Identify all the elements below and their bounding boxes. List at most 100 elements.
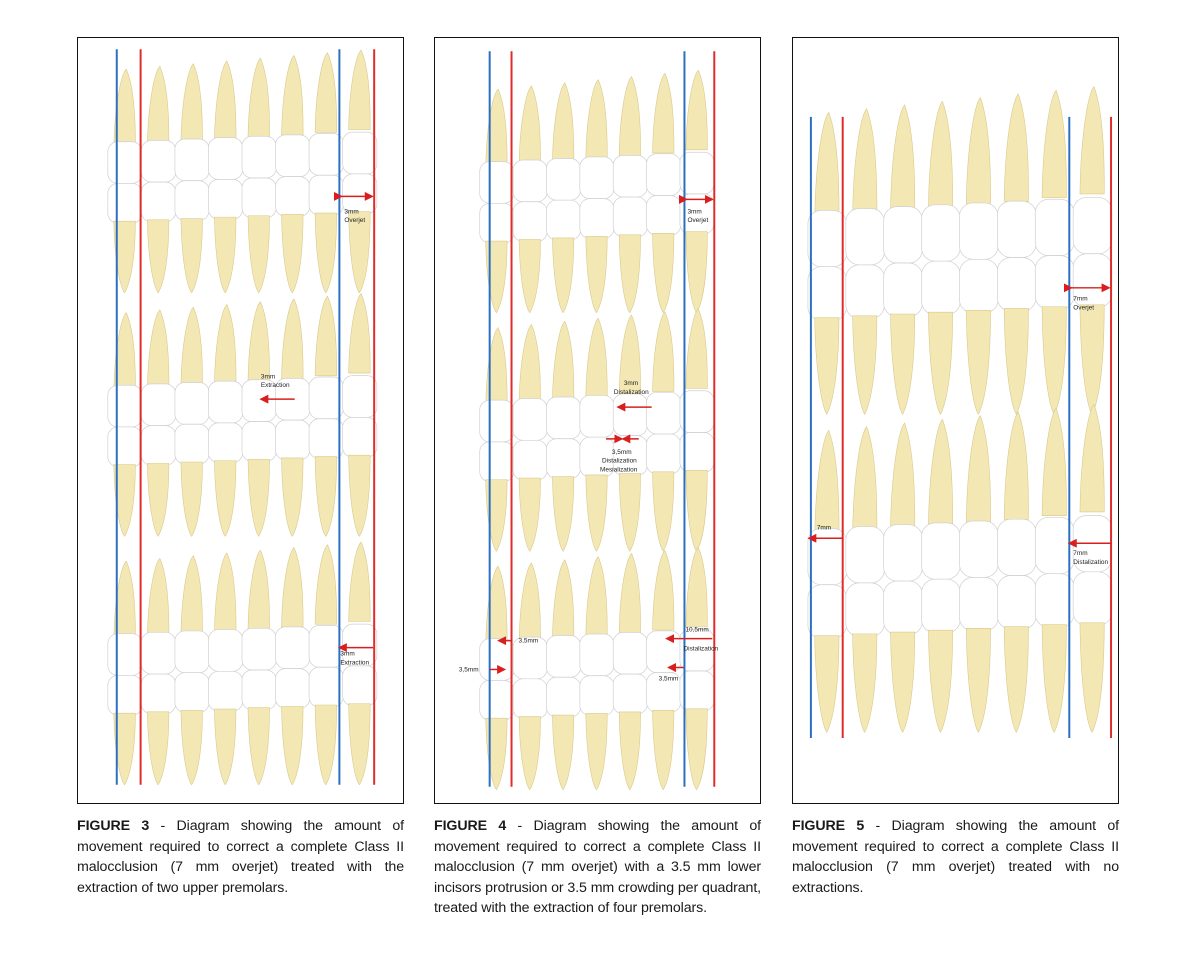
lower-tooth-root (247, 215, 270, 294)
upper-tooth-root (147, 557, 170, 639)
annotation-label: Distalization (602, 458, 637, 465)
upper-tooth-crown (208, 137, 244, 180)
lower-tooth-root (814, 635, 840, 733)
lower-tooth-root (1079, 622, 1105, 733)
annotation-label: Distalization (614, 389, 649, 396)
lower-tooth-crown (107, 675, 143, 716)
lower-tooth-crown (997, 257, 1037, 312)
upper-tooth-root (965, 415, 991, 524)
lower-tooth-crown (275, 419, 311, 461)
lower-tooth-crown (612, 196, 648, 238)
upper-tooth-crown (1034, 516, 1075, 575)
upper-tooth-root (1041, 407, 1067, 516)
lower-tooth-root (814, 317, 840, 415)
upper-tooth-crown (646, 153, 681, 196)
upper-tooth-root (928, 100, 953, 209)
lower-tooth-crown (479, 441, 515, 482)
upper-tooth-root (652, 72, 675, 154)
lower-tooth-crown (342, 417, 378, 458)
lower-tooth-crown (883, 262, 923, 318)
upper-tooth-root (314, 52, 337, 133)
lower-tooth-root (281, 706, 304, 786)
caption-text: - Diagram showing the amount of movement… (792, 818, 1119, 896)
annotation-label: 3,5mm (459, 666, 479, 673)
lower-tooth-crown (174, 180, 210, 221)
lower-tooth-crown (546, 199, 581, 241)
upper-tooth-crown (646, 391, 681, 435)
lower-tooth-crown (241, 177, 277, 219)
upper-tooth-crown (512, 159, 548, 203)
annotation-label: 10,5mm (685, 627, 708, 634)
lower-tooth-crown (883, 580, 923, 636)
lower-tooth-root (928, 311, 953, 415)
lower-tooth-root (348, 703, 371, 786)
lower-tooth-root (1041, 306, 1067, 415)
upper-tooth-crown (959, 520, 999, 578)
upper-tooth-crown (342, 131, 378, 175)
lower-tooth-root (348, 211, 371, 294)
annotation-label: 3,5mm (659, 675, 679, 682)
upper-tooth-root (852, 426, 878, 535)
upper-tooth-root (348, 541, 371, 622)
upper-tooth-crown (174, 630, 210, 674)
lower-tooth-crown (646, 195, 681, 236)
upper-tooth-crown (174, 138, 210, 182)
lower-tooth-crown (308, 174, 344, 216)
upper-tooth-root (890, 422, 916, 531)
upper-tooth-root (518, 85, 541, 166)
lower-tooth-root (685, 231, 708, 314)
annotation-label: 3mm (340, 651, 354, 658)
lower-tooth-root (1041, 624, 1067, 733)
figure-3-diagram: 3mm Overjet 3mm Extraction 3mm Extractio… (77, 37, 404, 804)
upper-tooth-root (247, 57, 270, 139)
lower-tooth-crown (921, 578, 961, 634)
caption-text: - Diagram showing the amount of movement… (77, 818, 404, 896)
lower-tooth-root (180, 710, 203, 786)
annotation-label: Extraction (261, 382, 290, 389)
annotation-label: 7mm (1073, 550, 1087, 557)
lower-tooth-crown (141, 425, 176, 466)
upper-tooth-crown (174, 382, 210, 425)
lower-tooth-crown (342, 665, 378, 706)
lower-tooth-crown (174, 672, 210, 713)
upper-tooth-crown (275, 134, 311, 177)
upper-tooth-crown (579, 395, 615, 438)
lower-tooth-root (552, 237, 575, 314)
lower-tooth-crown (646, 433, 681, 475)
upper-tooth-crown (807, 528, 847, 586)
annotation-label: Mesialization (600, 467, 638, 474)
lower-tooth-crown (208, 422, 244, 463)
upper-tooth-crown (646, 630, 681, 673)
upper-tooth-root (1003, 93, 1029, 202)
lower-tooth-root (180, 218, 203, 294)
upper-tooth-crown (107, 384, 143, 428)
upper-tooth-crown (921, 204, 961, 262)
upper-tooth-root (1079, 404, 1105, 513)
upper-tooth-root (247, 301, 270, 382)
upper-tooth-root (281, 54, 304, 136)
figure-4-diagram: 3mm Overjet 3mm Distalization 3,5mm Dist… (434, 37, 761, 804)
annotation-label: 3mm (687, 208, 701, 215)
upper-tooth-crown (107, 633, 143, 676)
lower-tooth-crown (921, 260, 961, 316)
upper-tooth-root (147, 65, 170, 147)
lower-tooth-root (685, 708, 708, 791)
upper-tooth-crown (579, 633, 615, 677)
lower-tooth-root (147, 219, 170, 294)
lower-tooth-crown (512, 678, 548, 719)
annotation-label: Distalization (683, 646, 718, 653)
lower-tooth-crown (308, 666, 344, 708)
lower-tooth-crown (479, 680, 515, 721)
lower-tooth-root (618, 473, 641, 552)
lower-tooth-crown (1034, 255, 1075, 310)
lower-tooth-root (214, 708, 237, 786)
upper-tooth-root (618, 553, 641, 634)
upper-tooth-root (552, 559, 575, 640)
lower-tooth-root (552, 476, 575, 552)
annotation-label: Overjet (344, 217, 365, 224)
lower-tooth-crown (959, 577, 999, 632)
upper-tooth-root (652, 549, 675, 631)
lower-tooth-root (314, 456, 337, 537)
upper-tooth-crown (883, 524, 923, 582)
upper-tooth-root (214, 303, 237, 385)
